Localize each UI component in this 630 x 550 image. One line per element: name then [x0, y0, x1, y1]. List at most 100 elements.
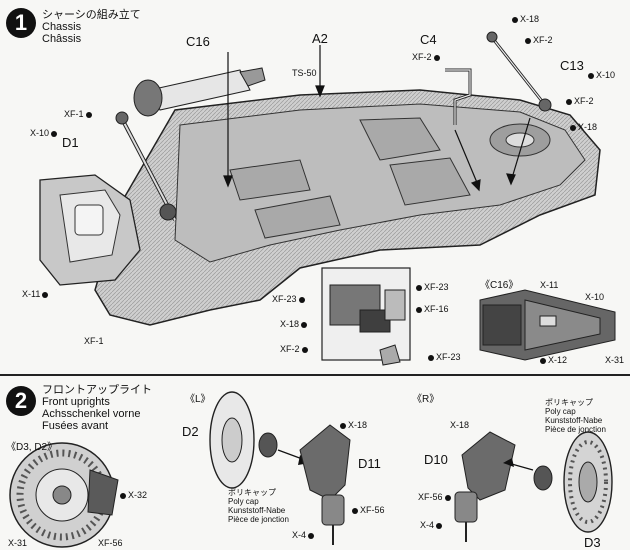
- d11-upright: [299, 424, 351, 545]
- screw-label: XF-16: [416, 304, 449, 314]
- screw-bullet-icon: [570, 124, 576, 131]
- part-label-c16: C16: [186, 34, 210, 49]
- polycap-line: Poly cap: [545, 407, 576, 416]
- step-2-title: フロントアップライト Front uprights Achsschenkel v…: [42, 384, 152, 432]
- screw-bullet-icon: [42, 291, 49, 298]
- screw-label: XF-56: [352, 505, 385, 515]
- c4-c13-linkage: [445, 31, 552, 125]
- screw-label: XF-2: [280, 344, 308, 354]
- c16-shock: [133, 67, 266, 117]
- screw-label-text: X-31: [8, 538, 28, 548]
- step-1-title-line: Chassis: [42, 21, 82, 33]
- polycap-line: Kunststoff-Nabe: [545, 416, 603, 425]
- polycap-note-right: ポリキャップ Poly cap Kunststoff-Nabe Pièce de…: [545, 398, 606, 434]
- screw-bullet-icon: [301, 321, 308, 328]
- screw-label-text: XF-2: [533, 35, 553, 45]
- screw-bullet-icon: [308, 532, 315, 539]
- screw-label: XF-56: [98, 538, 123, 548]
- polycap-line: Poly cap: [228, 497, 259, 506]
- screw-label-text: XF-1: [64, 109, 84, 119]
- screw-bullet-icon: [566, 98, 572, 105]
- screw-label-text: X-12: [548, 355, 568, 365]
- screw-label-text: XF-2: [412, 52, 432, 62]
- screw-label: XF-56: [418, 492, 451, 502]
- screw-label: X-18: [450, 420, 469, 430]
- step-1-number: 1: [6, 8, 36, 38]
- callout-d3-d2: 《D3, D2》: [6, 442, 58, 453]
- screw-label-text: X-11: [22, 289, 41, 299]
- screw-label-text: X-18: [348, 420, 368, 430]
- screw-label-text: X-32: [128, 490, 148, 500]
- screw-label: X-10: [585, 292, 604, 302]
- screw-label-text: X-18: [280, 319, 300, 329]
- screw-label: X-18: [570, 122, 597, 132]
- step1-arrows: [223, 45, 531, 192]
- screw-bullet-icon: [433, 54, 440, 61]
- part-label-d1: D1: [62, 135, 79, 150]
- screw-label-text: XF-1: [84, 336, 104, 346]
- screw-bullet-icon: [298, 296, 305, 303]
- part-label-c4: C4: [420, 32, 437, 47]
- screw-bullet-icon: [301, 346, 308, 353]
- screw-label: XF-1: [64, 109, 92, 119]
- screw-label: X-4: [292, 530, 315, 540]
- screw-bullet-icon: [428, 354, 434, 361]
- screw-label: X-4: [420, 520, 443, 530]
- screw-bullet-icon: [540, 357, 546, 364]
- screw-label: X-31: [605, 355, 624, 365]
- step-2-title-line: Fusées avant: [42, 420, 109, 432]
- screw-label-text: X-18: [520, 14, 540, 24]
- screw-label-text: X-18: [578, 122, 598, 132]
- screw-label-text: X-4: [420, 520, 435, 530]
- step-1-title-line: シャーシの組み立て: [42, 9, 141, 21]
- screw-label: X-31: [8, 538, 27, 548]
- step-2-title-line: Front uprights: [42, 396, 110, 408]
- screw-label: XF-2: [566, 96, 594, 106]
- callout-right: 《R》: [412, 394, 440, 405]
- screw-bullet-icon: [352, 507, 358, 514]
- step-1-title: シャーシの組み立て Chassis Châssis: [42, 9, 141, 45]
- polycap-note-left: ポリキャップ Poly cap Kunststoff-Nabe Pièce de…: [228, 488, 289, 524]
- screw-label-text: XF-23: [272, 294, 297, 304]
- screw-label-text: X-18: [450, 420, 470, 430]
- part-label-d2: D2: [182, 424, 199, 439]
- part-label-a2: A2: [312, 31, 328, 46]
- step-divider: [0, 374, 630, 376]
- screw-label: X-32: [120, 490, 147, 500]
- screw-label-text: XF-23: [436, 352, 461, 362]
- polycap-line: Kunststoff-Nabe: [228, 506, 286, 515]
- screw-label: XF-23: [416, 282, 449, 292]
- screw-bullet-icon: [51, 130, 58, 137]
- screw-label-text: X-31: [605, 355, 625, 365]
- screw-label: XF-23: [272, 294, 305, 304]
- polycap-line: Pièce de jonction: [228, 515, 289, 524]
- screw-bullet-icon: [85, 111, 92, 118]
- screw-label-text: X-4: [292, 530, 307, 540]
- screw-label: X-18: [512, 14, 539, 24]
- step-2-title-line: フロントアップライト: [42, 384, 152, 396]
- screw-label-text: XF-56: [360, 505, 385, 515]
- screw-bullet-icon: [588, 72, 594, 79]
- screw-bullet-icon: [340, 422, 346, 429]
- step-2-title-line: Achsschenkel vorne: [42, 408, 141, 420]
- d1-rod: [115, 111, 177, 221]
- polycap-line: ポリキャップ: [545, 398, 593, 407]
- callout-left: 《L》: [185, 394, 211, 405]
- chassis-body: [39, 89, 601, 326]
- paint-label-ts50: TS-50: [292, 68, 317, 78]
- screw-label: X-11: [22, 289, 49, 299]
- screw-label-text: X-11: [540, 280, 559, 290]
- screw-label: X-11: [540, 280, 558, 290]
- polycap-line: ポリキャップ: [228, 488, 276, 497]
- part-label-d3: D3: [584, 535, 601, 550]
- screw-bullet-icon: [416, 306, 422, 313]
- screw-label: XF-2: [525, 35, 553, 45]
- polycap-line: Pièce de jonction: [545, 425, 606, 434]
- screw-label-text: XF-56: [418, 492, 443, 502]
- screw-label: X-12: [540, 355, 567, 365]
- d3-disc-right: [563, 431, 613, 533]
- screw-label-text: XF-56: [98, 538, 123, 548]
- screw-label: XF-1: [84, 336, 104, 346]
- screw-bullet-icon: [120, 492, 126, 499]
- screw-label: XF-2: [412, 52, 440, 62]
